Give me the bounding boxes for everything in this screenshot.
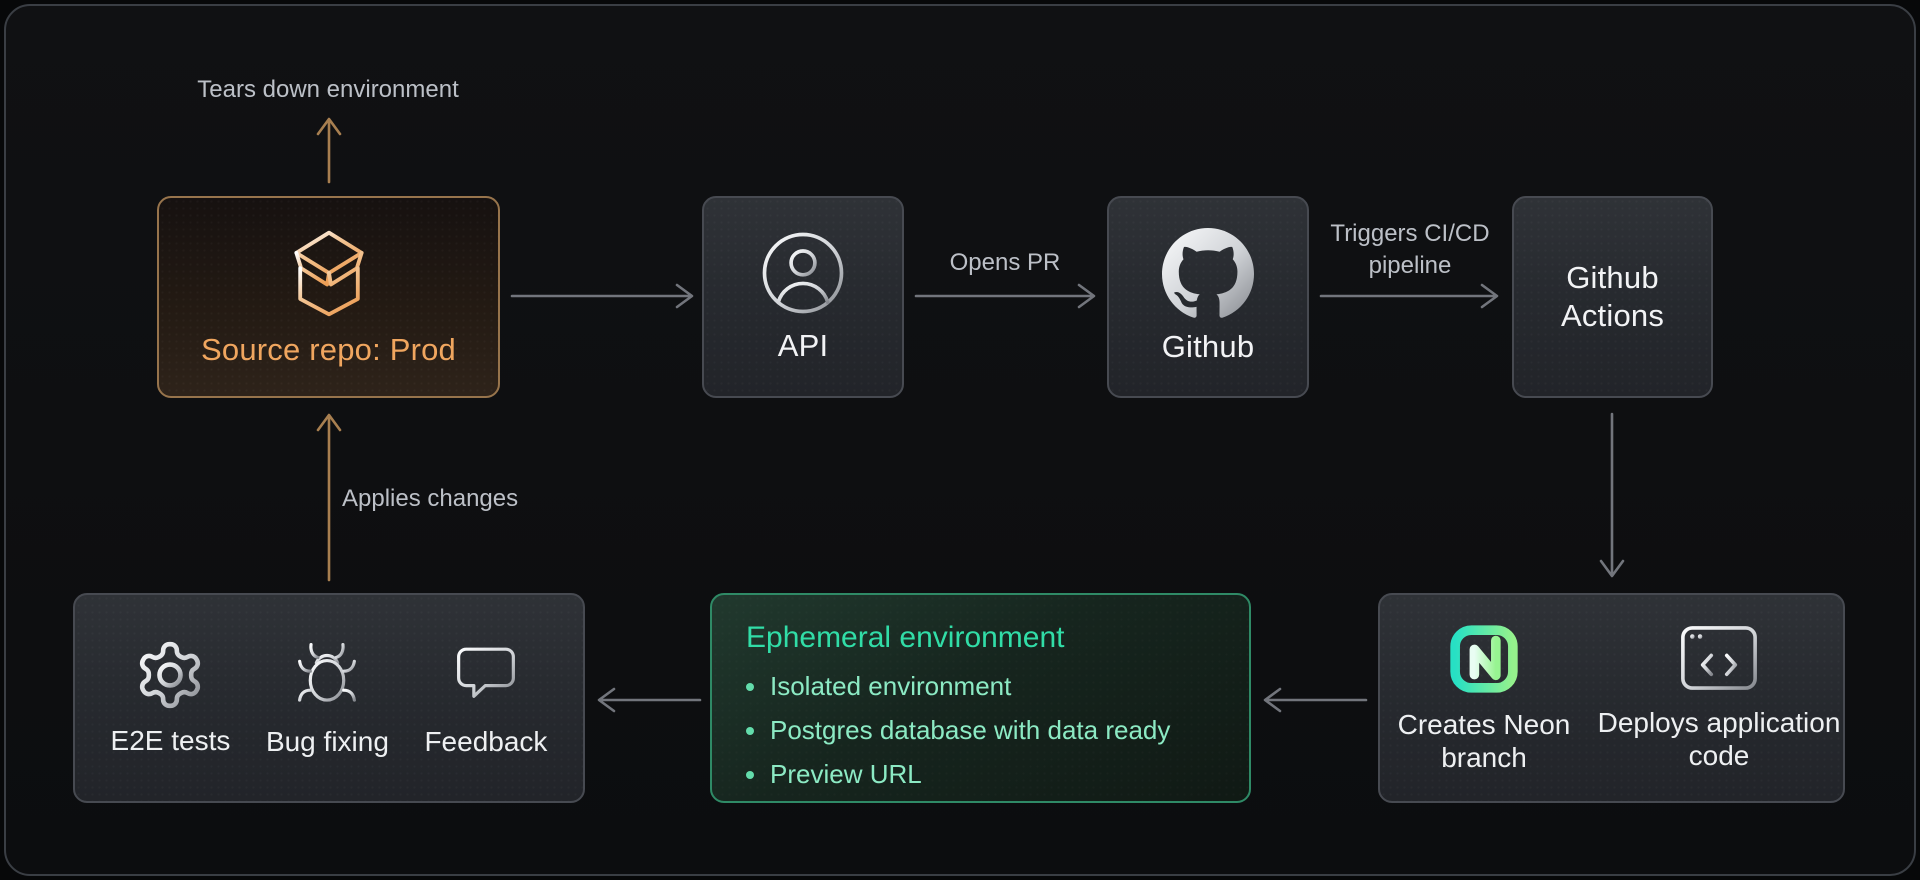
bug-icon	[296, 643, 359, 703]
node-github-actions: Github Actions	[1512, 196, 1713, 398]
github-icon	[1162, 228, 1254, 318]
qa-item-e2e-label: E2E tests	[110, 725, 231, 757]
package-open-icon	[293, 230, 364, 317]
label-applies-changes: Applies changes	[342, 485, 519, 512]
deploy-item-app-code-label: Deploys application code	[1597, 706, 1841, 771]
ephemeral-title: Ephemeral environment	[746, 621, 1065, 654]
qa-item-feedback: Feedback	[424, 637, 547, 758]
node-qa-loop: E2E tests Bug fixing	[73, 593, 585, 803]
label-opens-pr: Opens PR	[949, 249, 1061, 276]
node-neon-deploy: Creates Neon branch Deploys application …	[1378, 593, 1845, 803]
arrow-github-to-actions	[1319, 283, 1499, 309]
ephemeral-bullet-text: Preview URL	[770, 759, 922, 789]
qa-item-bugfix: Bug fixing	[266, 637, 389, 758]
node-source-repo: Source repo: Prod	[157, 196, 500, 398]
deploy-item-app-code: Deploys application code	[1597, 622, 1842, 772]
node-api: API	[702, 196, 904, 398]
bullet-dot-icon	[746, 682, 754, 691]
qa-items-row: E2E tests Bug fixing	[75, 637, 583, 758]
node-ephemeral-environment: Ephemeral environment Isolated environme…	[710, 593, 1251, 803]
arrow-api-to-github	[914, 283, 1096, 309]
qa-item-e2e: E2E tests	[110, 638, 231, 757]
arrow-applies-changes	[316, 413, 342, 582]
bullet-dot-icon	[746, 726, 754, 735]
arrow-ephemeral-to-qa	[597, 687, 702, 713]
browser-code-icon	[1681, 626, 1757, 690]
node-github: Github	[1107, 196, 1309, 398]
neon-logo-icon	[1450, 625, 1518, 693]
ephemeral-bullet-list: Isolated environment Postgres database w…	[746, 671, 1170, 803]
ephemeral-bullet-item: Preview URL	[746, 759, 1170, 790]
bullet-dot-icon	[746, 770, 754, 779]
ephemeral-bullet-item: Isolated environment	[746, 671, 1170, 702]
ephemeral-bullet-item: Postgres database with data ready	[746, 715, 1170, 746]
label-triggers-cicd: Triggers CI/CD pipeline	[1330, 220, 1490, 280]
arrow-neon-to-ephemeral	[1263, 687, 1368, 713]
deploy-item-neon-branch: Creates Neon branch	[1382, 622, 1587, 774]
ephemeral-bullet-text: Postgres database with data ready	[770, 715, 1171, 745]
arrow-actions-down	[1599, 412, 1625, 578]
speech-bubble-icon	[456, 648, 515, 699]
node-github-label: Github	[1161, 329, 1255, 365]
ephemeral-bullet-text: Isolated environment	[770, 671, 1012, 701]
arrow-tears-down	[316, 117, 342, 184]
qa-item-bugfix-label: Bug fixing	[265, 726, 389, 758]
user-icon	[762, 232, 844, 314]
node-source-repo-label: Source repo: Prod	[201, 332, 456, 368]
label-tears-down: Tears down environment	[197, 76, 459, 103]
deploy-items-row: Creates Neon branch Deploys application …	[1380, 622, 1843, 774]
node-github-actions-label: Github Actions	[1560, 260, 1665, 333]
gear-icon	[140, 642, 201, 709]
node-api-label: API	[777, 328, 829, 364]
qa-item-feedback-label: Feedback	[424, 726, 548, 758]
deploy-item-neon-branch-label: Creates Neon branch	[1397, 708, 1571, 773]
arrow-source-to-api	[510, 283, 694, 309]
